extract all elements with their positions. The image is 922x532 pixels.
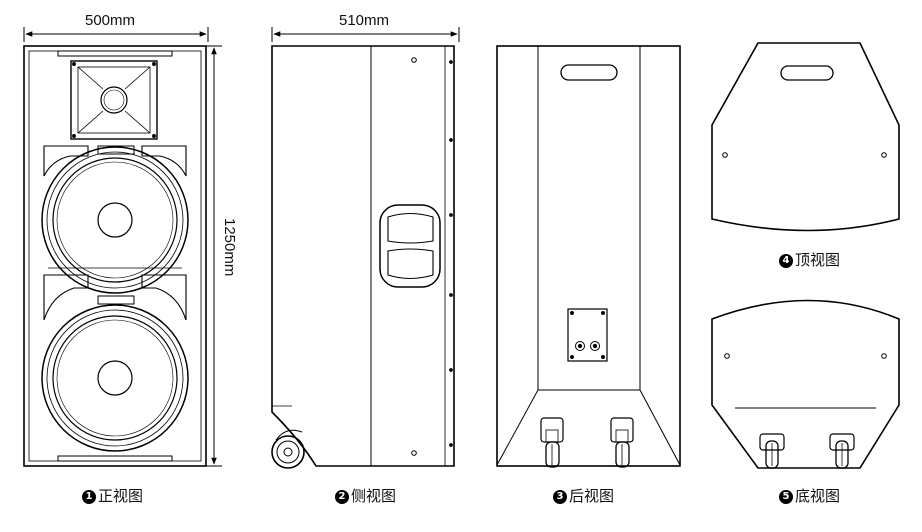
caption-bottom-view: 5 底视图 — [779, 489, 840, 504]
front-view — [23, 27, 222, 467]
side-view — [271, 27, 460, 469]
rear-view — [496, 45, 681, 468]
caption-label: 顶视图 — [795, 251, 841, 269]
rear-cabinet — [496, 45, 681, 467]
rear-connector-plate — [567, 308, 608, 362]
front-cabinet — [23, 45, 207, 467]
bottom-outline — [711, 299, 900, 469]
side-handle — [379, 204, 441, 288]
caption-label: 底视图 — [795, 487, 841, 505]
side-cabinet — [271, 45, 455, 467]
woofer-upper — [41, 146, 189, 294]
height-label: 1250mm — [221, 218, 238, 277]
caption-number-4: 4 — [779, 253, 793, 268]
caption-top-view: 4 顶视图 — [779, 253, 840, 268]
bottom-view — [711, 299, 900, 469]
bottom-caster-right — [829, 433, 855, 469]
caption-side-view: 2 侧视图 — [335, 489, 396, 504]
horn-tweeter — [70, 60, 158, 140]
front-width-label: 500mm — [85, 12, 136, 29]
woofer-lower — [41, 304, 189, 452]
caption-rear-view: 3 后视图 — [553, 489, 614, 504]
caption-number-1: 1 — [82, 489, 96, 504]
caption-label: 后视图 — [569, 487, 615, 505]
caption-front-view: 1 正视图 — [82, 489, 143, 504]
side-depth-label: 510mm — [339, 12, 390, 29]
rear-caster-right — [610, 417, 634, 468]
rear-handle — [560, 64, 618, 81]
caption-number-5: 5 — [779, 489, 793, 504]
rear-caster-left — [540, 417, 564, 468]
top-outline — [711, 42, 900, 232]
bottom-caster-left — [759, 433, 785, 469]
top-handle — [780, 65, 834, 81]
caption-number-2: 2 — [335, 489, 349, 504]
top-view — [711, 42, 900, 232]
side-wheel — [271, 429, 305, 469]
caption-label: 侧视图 — [351, 487, 397, 505]
caption-label: 正视图 — [98, 487, 144, 505]
caption-number-3: 3 — [553, 489, 567, 504]
